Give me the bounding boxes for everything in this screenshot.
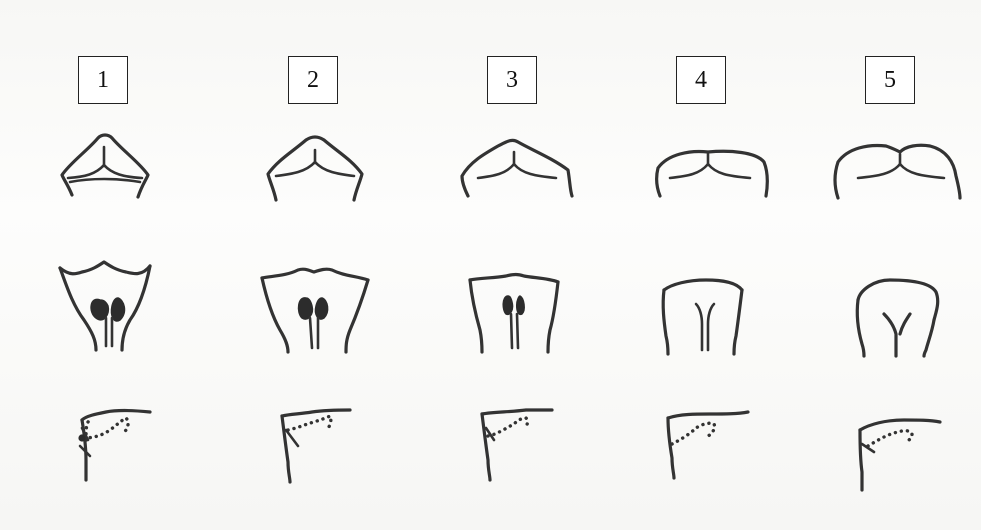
front-view-stage-2 xyxy=(262,269,368,352)
top-view-stage-5 xyxy=(835,145,960,198)
top-view-stage-2 xyxy=(268,137,362,200)
side-profile-stage-1 xyxy=(78,411,150,481)
front-view-stage-4 xyxy=(663,280,742,354)
front-view-stage-3 xyxy=(470,275,558,353)
top-view-stage-1 xyxy=(62,135,148,197)
front-view-stage-5 xyxy=(857,280,937,356)
top-view-stage-3 xyxy=(462,140,572,196)
side-profile-stage-4 xyxy=(668,412,748,478)
front-view-stage-1 xyxy=(60,262,150,350)
side-profile-stage-2 xyxy=(282,410,350,482)
side-profile-stage-3 xyxy=(482,410,552,480)
top-view-stage-4 xyxy=(657,151,768,196)
side-profile-stage-5 xyxy=(860,420,940,490)
